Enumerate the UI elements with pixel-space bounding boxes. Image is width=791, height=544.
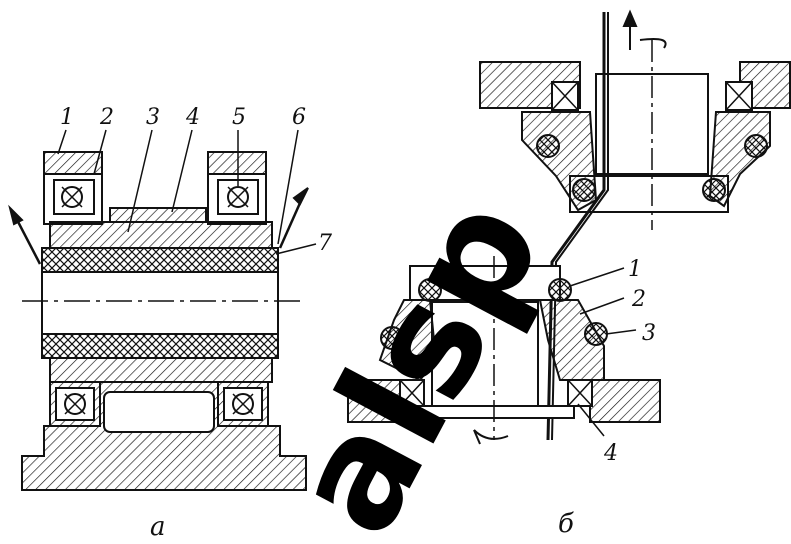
label-b-3: 3 xyxy=(642,321,656,346)
wire-path xyxy=(546,12,606,441)
roller-band-bottom xyxy=(41,333,279,359)
label-b-1: 1 xyxy=(628,257,642,282)
label-a-6: 6 xyxy=(292,105,306,130)
label-a-3: 3 xyxy=(146,105,160,130)
label-a-4: 4 xyxy=(185,105,200,130)
strip-part-4 xyxy=(109,207,207,223)
label-b-2: 2 xyxy=(631,287,646,312)
label-a-7: 7 xyxy=(318,231,332,256)
figure-b xyxy=(347,9,791,445)
caption-b: б xyxy=(558,509,574,539)
roller-body xyxy=(41,271,279,335)
figure-a-labels: 1 2 3 4 5 6 7 а xyxy=(60,105,332,542)
figure-b-labels: 1 2 3 4 б xyxy=(558,257,656,539)
label-b-4: 4 xyxy=(603,441,618,466)
sleeve-part-3 xyxy=(49,221,273,249)
label-a-1: 1 xyxy=(60,105,74,130)
base-frame xyxy=(21,381,307,491)
caption-a: а xyxy=(150,512,166,542)
label-a-2: 2 xyxy=(99,105,114,130)
figure-a xyxy=(8,129,317,491)
label-a-5: 5 xyxy=(232,105,246,130)
roller-band-top xyxy=(41,247,279,273)
